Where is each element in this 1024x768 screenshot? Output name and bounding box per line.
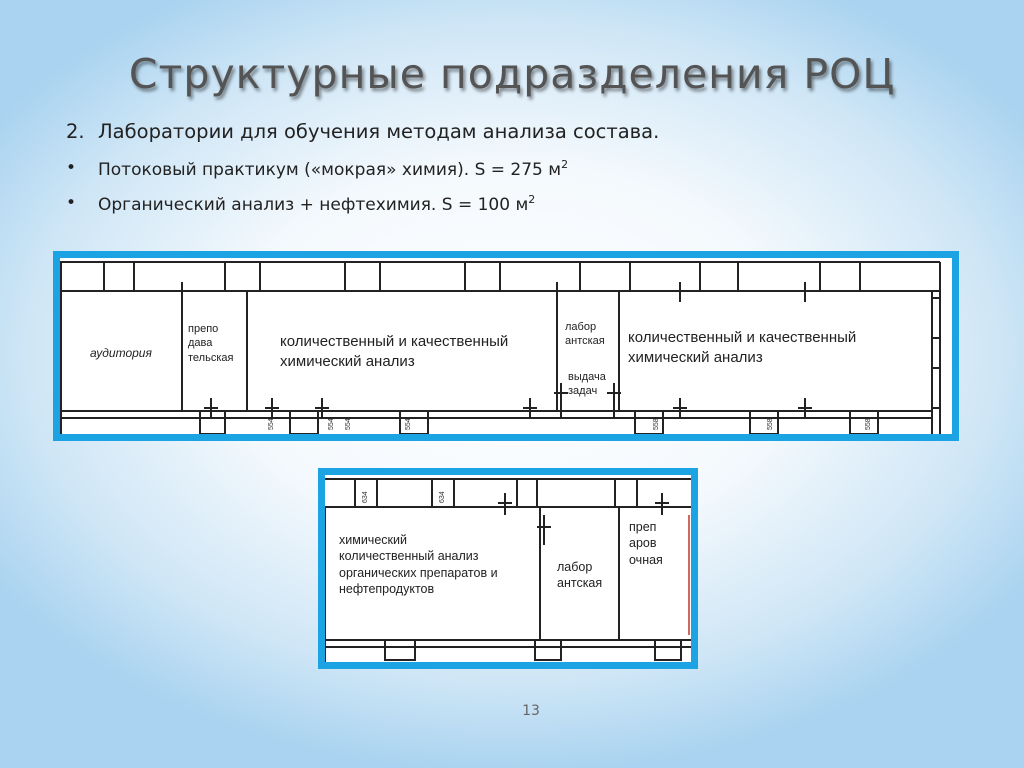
socket-label: 558 bbox=[653, 418, 660, 430]
socket-label: 554 bbox=[345, 418, 352, 430]
bullet-superscript: 2 bbox=[528, 193, 536, 206]
socket-label: 554 bbox=[328, 418, 335, 430]
socket-label: 558 bbox=[767, 418, 774, 430]
socket-label: 554 bbox=[405, 418, 412, 430]
floor-plan-main: 554 554 554 554 558 558 558 аудитория пр… bbox=[53, 251, 959, 441]
socket-label: 634 bbox=[439, 491, 446, 503]
item-number: 2. bbox=[66, 120, 85, 143]
bullet-text: Органический анализ + нефтехимия. S = 10… bbox=[98, 195, 529, 215]
socket-label: 558 bbox=[865, 418, 872, 430]
floor-plan-drawing: 634 634 bbox=[325, 478, 691, 662]
page-number: 13 bbox=[522, 703, 540, 719]
item-text: Лаборатории для обучения методам анализа… bbox=[98, 120, 660, 143]
bullet-marker: • bbox=[66, 193, 77, 213]
socket-label: 634 bbox=[362, 491, 369, 503]
bullet-marker: • bbox=[66, 158, 77, 178]
bullet-text: Потоковый практикум («мокрая» химия). S … bbox=[98, 160, 562, 180]
room-label-auditorium: аудитория bbox=[90, 346, 152, 360]
floor-plan-drawing: 554 554 554 554 558 558 558 bbox=[60, 261, 941, 434]
slide-title: Структурные подразделения РОЦ bbox=[128, 50, 896, 98]
socket-label: 554 bbox=[268, 418, 275, 430]
bullet-superscript: 2 bbox=[561, 158, 569, 171]
numbered-item: 2. Лаборатории для обучения методам анали… bbox=[66, 120, 659, 143]
